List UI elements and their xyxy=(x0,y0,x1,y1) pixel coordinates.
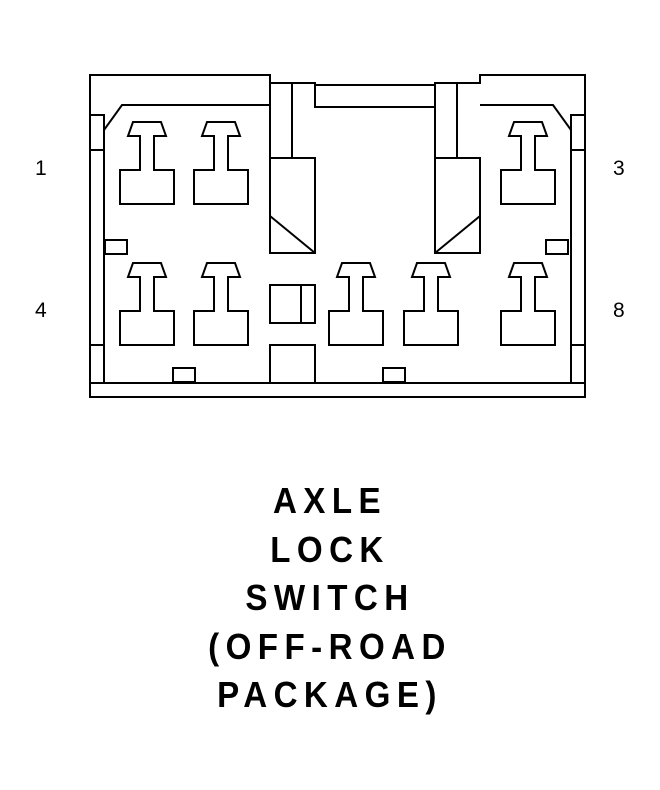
connector-housing xyxy=(89,74,586,398)
terminal-cavity xyxy=(193,121,249,205)
terminal-cavity xyxy=(193,262,249,346)
terminal-cavity xyxy=(119,121,175,205)
connector-diagram: 1 3 4 8 xyxy=(35,74,625,398)
pin-label-4: 4 xyxy=(35,299,47,322)
pin-label-8: 8 xyxy=(613,299,625,322)
terminal-cavity xyxy=(500,262,556,346)
caption-line-4: (OFF-ROAD xyxy=(208,625,452,667)
terminal-cavity xyxy=(119,262,175,346)
caption-line-3: SWITCH xyxy=(245,577,415,618)
caption-line-5: PACKAGE) xyxy=(217,674,443,715)
caption-line-1: AXLE xyxy=(272,480,388,521)
pin-label-1: 1 xyxy=(35,157,47,180)
terminal-cavities xyxy=(119,121,556,346)
pin-label-3: 3 xyxy=(613,157,625,180)
caption-line-2: LOCK xyxy=(270,528,390,570)
connector-caption: AXLE LOCK SWITCH (OFF-ROAD PACKAGE) xyxy=(0,477,660,720)
terminal-cavity xyxy=(500,121,556,205)
terminal-cavity xyxy=(403,262,459,346)
terminal-cavity xyxy=(328,262,384,346)
